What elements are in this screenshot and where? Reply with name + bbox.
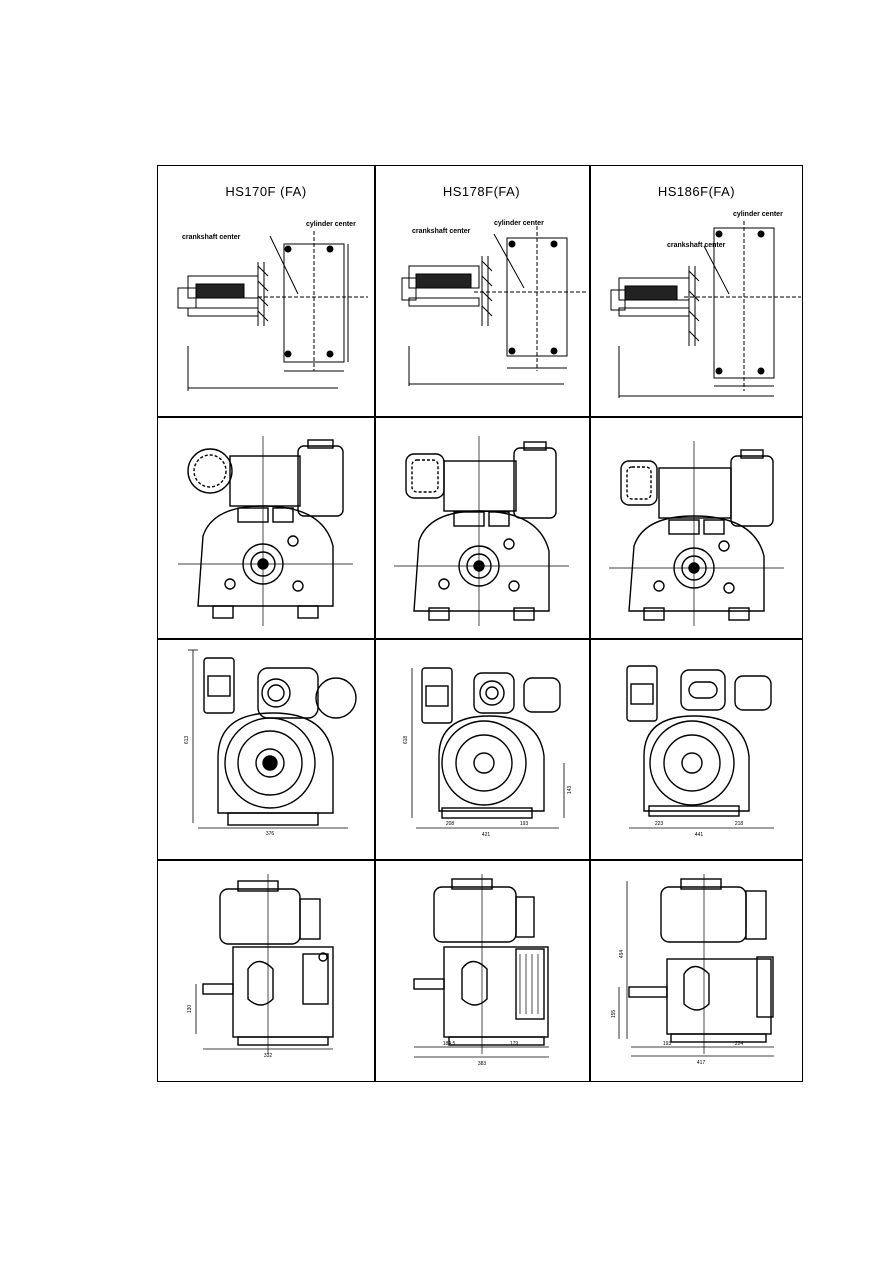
cell-hs170f-rear-view [158, 416, 374, 638]
cell-hs170f-front-view: 613 376 [158, 638, 374, 859]
dim-width: 421 [482, 832, 491, 838]
flange-drawing [610, 221, 801, 398]
model-title: HS186F(FA) [657, 184, 736, 199]
flange-drawing [401, 226, 586, 386]
dim-width: 383 [478, 1061, 487, 1067]
cell-hs170f-flange: HS170F (FA) cylinder center crankshaft c… [158, 166, 374, 416]
cell-hs170f-side-view: 130 332 [158, 859, 374, 1081]
side-view-drawing: 130 332 [187, 874, 334, 1059]
cell-hs186f-flange: HS186F(FA) cylinder center crankshaft ce… [589, 166, 804, 416]
flange-drawing [177, 231, 368, 391]
crankshaft-center-label: crankshaft center [182, 234, 241, 241]
cell-hs178f-front-view: 618 143 208 193 421 [374, 638, 589, 859]
dim-width: 441 [695, 832, 704, 838]
cell-hs186f-side-view: 494 155 193 224 417 [589, 859, 804, 1081]
model-title: HS178F(FA) [442, 184, 521, 199]
dim-left: 223 [655, 821, 664, 827]
crankshaft-center-label: crankshaft center [412, 228, 471, 235]
side-view-drawing: 494 155 193 224 417 [611, 874, 774, 1066]
dim-width: 417 [697, 1060, 706, 1066]
dim-width: 376 [266, 831, 275, 837]
cell-hs186f-front-view: 223 218 441 [589, 638, 804, 859]
engine-dimension-sheet: HS170F (FA) cylinder center crankshaft c… [157, 165, 803, 1082]
front-view-drawing: 223 218 441 [626, 665, 774, 838]
dim-height: 494 [619, 950, 625, 959]
dim-left: 208 [446, 821, 455, 827]
front-view-drawing: 613 376 [184, 649, 357, 837]
dim-height: 130 [187, 1005, 193, 1014]
side-view-drawing: 184.5 179 383 [413, 874, 549, 1067]
rear-view-drawing [178, 436, 353, 626]
dim-right: 218 [735, 821, 744, 827]
dim-right: 179 [510, 1041, 519, 1047]
rear-view-drawing [609, 441, 784, 626]
rear-view-drawing [394, 436, 569, 626]
dim-right: 193 [520, 821, 529, 827]
dim-height: 618 [403, 736, 409, 745]
cell-hs186f-rear-view [589, 416, 804, 638]
cell-hs178f-side-view: 184.5 179 383 [374, 859, 589, 1081]
front-view-drawing: 618 143 208 193 421 [403, 667, 573, 838]
dim-left: 184.5 [443, 1041, 456, 1047]
model-title: HS170F (FA) [225, 184, 307, 199]
cylinder-center-label: cylinder center [306, 221, 356, 228]
dim-axis-height: 143 [567, 786, 573, 795]
crankshaft-center-label: crankshaft center [667, 242, 726, 249]
cell-hs178f-flange: HS178F(FA) cylinder center crankshaft ce… [374, 166, 589, 416]
dim-height: 613 [184, 736, 190, 745]
cylinder-center-label: cylinder center [733, 211, 783, 218]
cell-hs178f-rear-view [374, 416, 589, 638]
dim-right: 224 [735, 1041, 744, 1047]
dim-width: 332 [264, 1053, 273, 1059]
dim-left: 193 [663, 1041, 672, 1047]
dim-axis-height: 155 [611, 1010, 617, 1019]
cylinder-center-label: cylinder center [494, 220, 544, 227]
